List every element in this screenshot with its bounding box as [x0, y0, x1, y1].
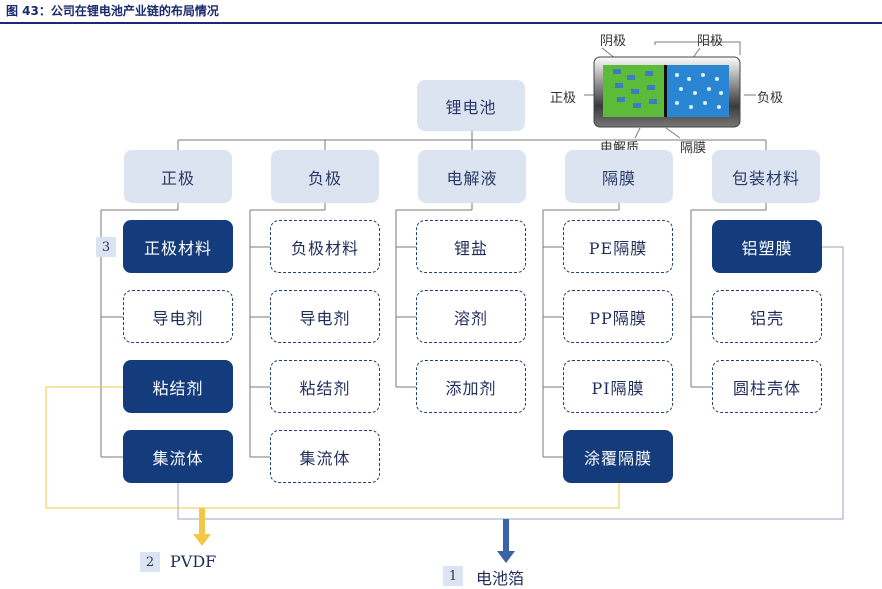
category-positive: 正极	[124, 150, 232, 203]
node-positive-binder: 粘结剂	[123, 360, 233, 413]
negative-terminal-label: 负极	[757, 91, 784, 106]
root-node: 锂电池	[417, 80, 525, 131]
node-positive-current-collector: 集流体	[123, 430, 233, 483]
battery-illustration	[593, 55, 743, 129]
category-packaging: 包装材料	[712, 150, 820, 203]
node-aluminum-plastic-film: 铝塑膜	[712, 220, 822, 273]
badge-3: 3	[96, 237, 116, 257]
badge-2: 2	[140, 552, 160, 572]
figure-title: 图 43：公司在锂电池产业链的布局情况	[6, 4, 219, 18]
node-positive-conductive-agent: 导电剂	[123, 290, 233, 343]
node-additive: 添加剂	[416, 360, 526, 413]
node-negative-binder: 粘结剂	[270, 360, 380, 413]
badge-1: 1	[443, 566, 463, 586]
node-positive-material: 正极材料	[123, 220, 233, 273]
node-solvent: 溶剂	[416, 290, 526, 343]
node-coated-separator: 涂覆隔膜	[563, 430, 673, 483]
anode-label: 阳极	[697, 34, 724, 49]
node-pp-separator: PP隔膜	[563, 290, 673, 343]
category-electrolyte: 电解液	[418, 150, 526, 203]
category-negative: 负极	[271, 150, 379, 203]
node-negative-conductive-agent: 导电剂	[270, 290, 380, 343]
node-negative-current-collector: 集流体	[270, 430, 380, 483]
node-lithium-salt: 锂盐	[416, 220, 526, 273]
node-negative-material: 负极材料	[270, 220, 380, 273]
positive-terminal-label: 正极	[550, 91, 577, 106]
battery-foil-label: 电池箔	[476, 569, 525, 588]
title-rule	[0, 22, 882, 24]
cathode-label: 阴极	[600, 34, 627, 49]
separator-label: 隔膜	[680, 141, 707, 156]
pvdf-label: PVDF	[170, 552, 217, 571]
node-pi-separator: PI隔膜	[563, 360, 673, 413]
node-cylindrical-shell: 圆柱壳体	[712, 360, 822, 413]
category-separator: 隔膜	[565, 150, 673, 203]
node-aluminum-shell: 铝壳	[712, 290, 822, 343]
node-pe-separator: PE隔膜	[563, 220, 673, 273]
